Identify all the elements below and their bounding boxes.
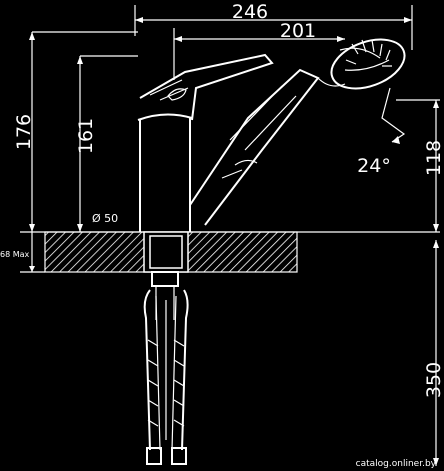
- dim-head-clearance: [396, 99, 440, 232]
- label-overall-height: 176: [13, 114, 35, 150]
- dim-overall-width: [134, 5, 413, 50]
- label-hose-length: 350: [423, 362, 444, 398]
- label-deck-max: 68 Max: [0, 250, 30, 259]
- dim-spout-width: [173, 28, 345, 80]
- label-spout-width: 201: [280, 20, 316, 42]
- watermark: catalog.onliner.by: [356, 459, 437, 469]
- label-head-clearance: 118: [423, 140, 444, 176]
- dim-spout-height: [77, 55, 138, 232]
- dim-overall-height: [29, 31, 138, 232]
- label-base-diameter: Ø 50: [92, 212, 118, 225]
- label-spout-height: 161: [75, 118, 97, 154]
- countertop: [20, 231, 440, 273]
- dim-hose-length: [433, 240, 439, 466]
- label-tilt-angle: 24°: [357, 155, 391, 177]
- supply-hoses: [143, 289, 189, 465]
- label-overall-width: 246: [232, 1, 268, 23]
- faucet-body: [137, 38, 406, 232]
